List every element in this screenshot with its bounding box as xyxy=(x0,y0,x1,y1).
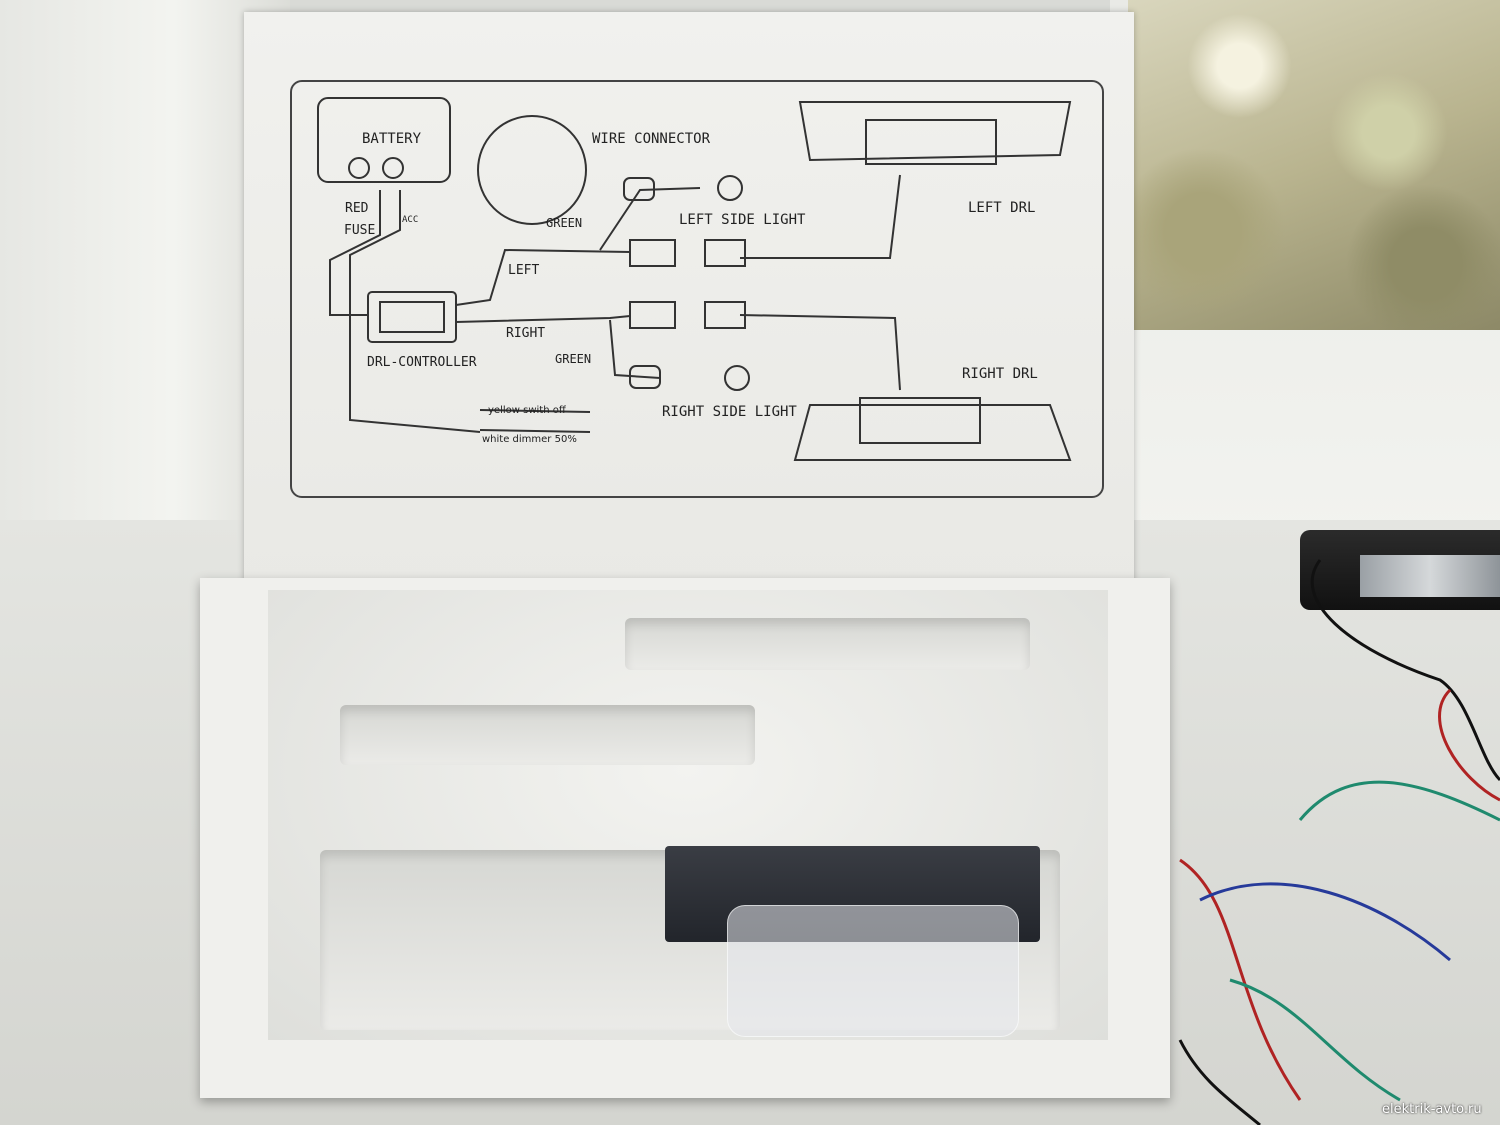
right-wire-label: RIGHT xyxy=(506,326,545,341)
wire-connector-icon xyxy=(477,115,587,225)
right-side-light-icon xyxy=(724,365,750,391)
right-drl-housing xyxy=(793,404,1072,461)
battery-symbol xyxy=(317,97,451,183)
yellow-wire-label: yellow swith off xyxy=(488,405,567,416)
foam-cavity-middle xyxy=(340,705,755,765)
wiring-diagram-frame xyxy=(290,80,1104,498)
window-frame-left xyxy=(0,0,290,520)
white-wire-label: white dimmer 50% xyxy=(482,434,577,445)
screw-bag xyxy=(727,905,1019,1037)
right-side-light-label: RIGHT SIDE LIGHT xyxy=(662,404,797,420)
watermark: elektrik-avto.ru xyxy=(1382,1102,1482,1117)
red-wire-label: RED xyxy=(345,201,369,216)
green-top-label: GREEN xyxy=(546,216,582,230)
wire-connector-label: WIRE CONNECTOR xyxy=(592,131,711,147)
box-lid xyxy=(244,12,1134,588)
drl-controller-box xyxy=(367,291,457,343)
foam-cavity-top xyxy=(625,618,1030,670)
drl-controller-label: DRL-CONTROLLER xyxy=(367,355,477,370)
green-bottom-label: GREEN xyxy=(555,352,591,366)
left-wire-label: LEFT xyxy=(508,263,539,278)
left-side-light-label: LEFT SIDE LIGHT xyxy=(679,212,806,228)
right-drl-label: RIGHT DRL xyxy=(962,366,1038,382)
left-drl-label: LEFT DRL xyxy=(968,200,1035,216)
drl-lamp-lens xyxy=(1360,555,1500,597)
battery-minus-icon xyxy=(382,157,404,179)
left-drl-housing xyxy=(798,101,1072,162)
battery-plus-icon xyxy=(348,157,370,179)
acc-label: ACC xyxy=(402,215,418,225)
left-side-light-icon xyxy=(717,175,743,201)
fuse-label: FUSE xyxy=(344,223,375,238)
battery-label: BATTERY xyxy=(362,131,422,147)
window-glass xyxy=(1128,0,1500,330)
